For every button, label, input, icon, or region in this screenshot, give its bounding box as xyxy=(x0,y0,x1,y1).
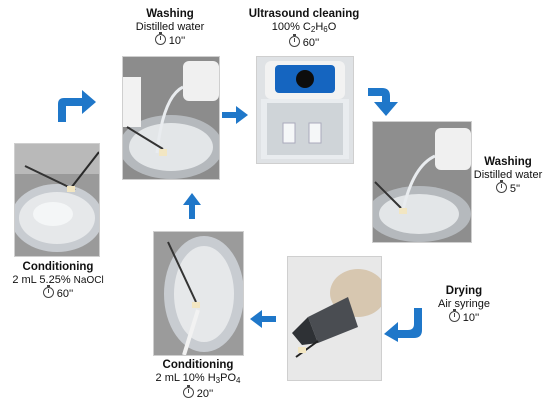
timer-icon xyxy=(42,285,54,298)
caption-conditioning-naocl: Conditioning 2 mL 5.25% NaOCl 60'' xyxy=(2,261,114,301)
step-agent: 2 mL 5.25% NaOCl xyxy=(12,274,104,286)
step-title: Conditioning xyxy=(162,359,234,371)
step-agent: Distilled water xyxy=(135,21,205,33)
photo-ultrasound xyxy=(256,56,354,164)
photo-drying xyxy=(287,256,382,381)
photo-washing-2 xyxy=(372,121,472,243)
step-duration: 10'' xyxy=(120,32,220,48)
step-title: Washing xyxy=(146,8,194,20)
step-duration: 5'' xyxy=(470,180,546,196)
timer-icon xyxy=(182,385,194,398)
caption-ultrasound: Ultrasound cleaning 100% C2H6O 60'' xyxy=(244,8,364,50)
step-duration: 10'' xyxy=(424,309,504,325)
step-title: Drying xyxy=(445,285,483,297)
step-agent: 100% C2H6O xyxy=(271,21,337,34)
step-agent: Distilled water xyxy=(473,169,543,181)
step-agent: Air syringe xyxy=(438,298,490,310)
curved-arrow-icon xyxy=(52,86,98,122)
caption-conditioning-h3po4: Conditioning 2 mL 10% H3PO4 20'' xyxy=(140,359,256,401)
curved-arrow-icon xyxy=(384,308,422,342)
photo-conditioning-naocl xyxy=(14,143,100,257)
straight-arrow-icon xyxy=(250,310,276,328)
step-title: Washing xyxy=(484,156,532,168)
curved-arrow-icon xyxy=(368,84,400,116)
photo-conditioning-h3po4 xyxy=(153,231,244,356)
timer-icon xyxy=(448,309,460,322)
timer-icon xyxy=(288,34,300,47)
caption-washing-1: Washing Distilled water 10'' xyxy=(120,8,220,48)
caption-drying: Drying Air syringe 10'' xyxy=(424,285,504,325)
straight-arrow-icon xyxy=(183,193,201,219)
step-duration: 60'' xyxy=(244,34,364,50)
timer-icon xyxy=(154,32,166,45)
step-duration: 60'' xyxy=(2,285,114,301)
step-title: Conditioning xyxy=(22,261,94,273)
photo-washing-1 xyxy=(122,56,220,180)
step-title: Ultrasound cleaning xyxy=(248,8,360,20)
caption-washing-2: Washing Distilled water 5'' xyxy=(470,156,546,196)
straight-arrow-icon xyxy=(222,106,248,124)
step-agent: 2 mL 10% H3PO4 xyxy=(155,372,241,385)
step-duration: 20'' xyxy=(140,385,256,401)
timer-icon xyxy=(495,180,507,193)
